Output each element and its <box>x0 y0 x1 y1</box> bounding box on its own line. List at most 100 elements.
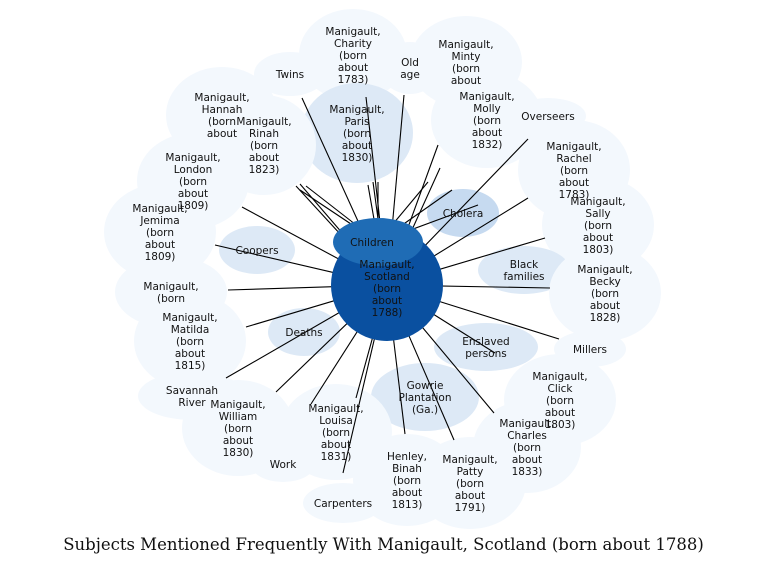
node-overseers-label-line: Overseers <box>521 111 574 123</box>
node-becky[interactable] <box>549 245 661 341</box>
node-minty-label-line: Manigault, <box>438 39 493 51</box>
node-carpenters[interactable] <box>303 483 383 523</box>
node-hannah-label-line: Hannah <box>202 104 243 116</box>
node-millers-label-line: Millers <box>573 344 607 356</box>
node-henley-label-line: about <box>392 487 422 499</box>
node-becky-label-line: Becky <box>589 276 620 288</box>
node-work[interactable] <box>251 446 315 482</box>
node-molly[interactable] <box>431 72 543 168</box>
node-molly-label-line: Molly <box>473 103 501 115</box>
node-william-label-line: 1830) <box>223 447 254 459</box>
node-henley-label-line: 1813) <box>392 499 423 511</box>
node-charity-label-line: (born <box>339 50 367 62</box>
node-matilda-label-line: 1815) <box>175 360 206 372</box>
node-jemima[interactable] <box>104 184 216 280</box>
node-henley-label-line: (born <box>393 475 421 487</box>
node-minty-label-line: Minty <box>452 51 481 63</box>
node-sally-label-line: Manigault, <box>570 196 625 208</box>
node-charles-label-line: Manigault, <box>499 418 554 430</box>
node-overseers-label: Overseers <box>521 111 574 123</box>
node-paris-label-line: (born <box>343 128 371 140</box>
node-rachel-label-line: about <box>559 177 589 189</box>
node-rinah-label-line: 1823) <box>249 164 280 176</box>
node-black-families-label-line: families <box>503 271 544 283</box>
children-node-label-line: Children <box>350 237 394 249</box>
node-molly-label-line: Manigault, <box>459 91 514 103</box>
node-charity-label-line: Manigault, <box>325 26 380 38</box>
center-node-label-line: Scotland <box>364 271 410 283</box>
node-work-label-line: Work <box>270 459 298 471</box>
node-carpenters-label: Carpenters <box>314 498 372 510</box>
node-becky-label-line: about <box>590 300 620 312</box>
node-twins-label-line: Twins <box>275 69 304 81</box>
center-node-label-line: about <box>372 295 402 307</box>
node-molly-label-line: about <box>472 127 502 139</box>
node-louisa-label-line: Manigault, <box>308 403 363 415</box>
node-patty-label-line: about <box>455 490 485 502</box>
node-rinah-label-line: about <box>249 152 279 164</box>
node-becky-label-line: Manigault, <box>577 264 632 276</box>
node-deaths[interactable] <box>268 308 340 356</box>
node-william-label-line: about <box>223 435 253 447</box>
node-london-label-line: Manigault, <box>165 152 220 164</box>
node-patty-label-line: Manigault, <box>442 454 497 466</box>
center-node-label-line: (born <box>373 283 401 295</box>
node-charity[interactable] <box>299 9 407 101</box>
node-henley-label-line: Binah <box>392 463 422 475</box>
node-london-label-line: London <box>174 164 213 176</box>
node-matilda-label-line: Manigault, <box>162 312 217 324</box>
node-molly-label-line: 1832) <box>472 139 503 151</box>
node-matilda-label-line: about <box>175 348 205 360</box>
node-sally-label-line: Sally <box>585 208 610 220</box>
node-patty[interactable] <box>414 437 526 529</box>
node-old-age-label-line: age <box>400 69 420 81</box>
node-gowrie-label-line: Plantation <box>398 392 451 404</box>
node-matilda[interactable] <box>134 293 246 389</box>
node-charles-label-line: Charles <box>507 430 547 442</box>
children-node[interactable] <box>333 218 423 266</box>
node-cholera-label: Cholera <box>443 208 484 220</box>
node-minty-label-line: about <box>451 75 481 87</box>
node-london-label-line: (born <box>179 176 207 188</box>
node-millers-label: Millers <box>573 344 607 356</box>
node-sally-label-line: 1803) <box>583 244 614 256</box>
node-charity-label-line: 1783) <box>338 74 369 86</box>
node-william-label-line: William <box>219 411 257 423</box>
node-coopers[interactable] <box>219 226 295 274</box>
node-unnamed-left-label: Manigault,(born <box>143 281 198 305</box>
node-black-families-label-line: Black <box>510 259 539 271</box>
node-sally-label-line: (born <box>584 220 612 232</box>
node-henley-label-line: Henley, <box>387 451 427 463</box>
node-old-age-label-line: Old <box>401 57 419 69</box>
node-becky-label-line: (born <box>591 288 619 300</box>
node-coopers-label-line: Coopers <box>235 245 278 257</box>
node-coopers-label: Coopers <box>235 245 278 257</box>
node-charity-label-line: Charity <box>334 38 372 50</box>
node-twins-label: Twins <box>275 69 304 81</box>
node-rachel-label-line: Manigault, <box>546 141 601 153</box>
node-click-label-line: Manigault, <box>532 371 587 383</box>
node-black-families[interactable] <box>478 246 570 294</box>
node-hannah-label-line: about <box>207 128 237 140</box>
node-charity-label-line: about <box>338 62 368 74</box>
node-matilda-label-line: Matilda <box>171 324 210 336</box>
node-click-label-line: 1803) <box>545 419 576 431</box>
